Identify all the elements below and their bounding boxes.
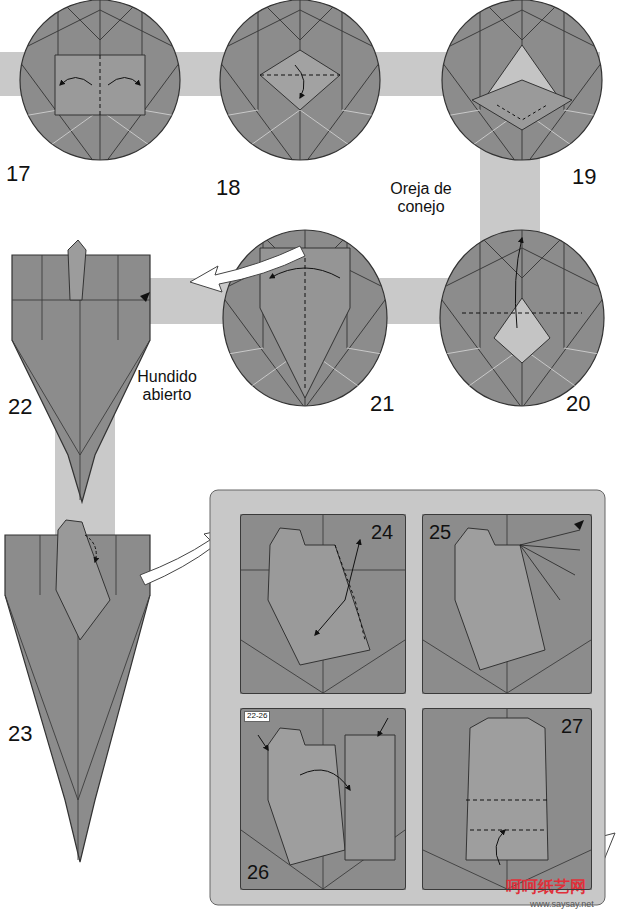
step-panel: 24 <box>240 514 406 694</box>
step-number: 25 <box>429 521 451 543</box>
step-number: 19 <box>572 165 596 189</box>
step-range-tag: 22-26 <box>244 711 270 722</box>
watermark: www.saysay.net <box>530 900 594 910</box>
step-panel: 27 <box>422 708 592 890</box>
step-number: 26 <box>247 861 269 883</box>
step-20-oval <box>422 218 620 418</box>
step-panel: 25 <box>422 514 592 694</box>
fold-name: Hundido abierto <box>126 368 208 403</box>
fold-name: Oreja de conejo <box>376 180 466 215</box>
step-22-figure <box>12 240 150 502</box>
step-number: 22 <box>8 395 32 419</box>
step-number: 20 <box>566 392 590 416</box>
step-number: 17 <box>6 162 30 186</box>
step-24-drawing <box>241 514 405 693</box>
step-number: 21 <box>370 392 394 416</box>
steps-panel <box>210 490 605 905</box>
step-19-oval <box>422 0 620 180</box>
step-number: 27 <box>561 715 583 737</box>
step-18-oval <box>200 0 400 180</box>
step-23-figure <box>5 520 150 862</box>
step-26-drawing <box>241 708 405 889</box>
step-21-oval <box>205 218 405 418</box>
step-panel: 22-26 26 <box>240 708 406 890</box>
step-17-oval <box>0 0 200 180</box>
step-number: 23 <box>8 722 32 746</box>
step-number: 18 <box>216 176 240 200</box>
watermark: 呵呵纸艺网 <box>506 878 586 896</box>
step-27-drawing <box>423 708 591 889</box>
step-number: 24 <box>371 521 393 543</box>
step-25-drawing <box>423 514 591 693</box>
